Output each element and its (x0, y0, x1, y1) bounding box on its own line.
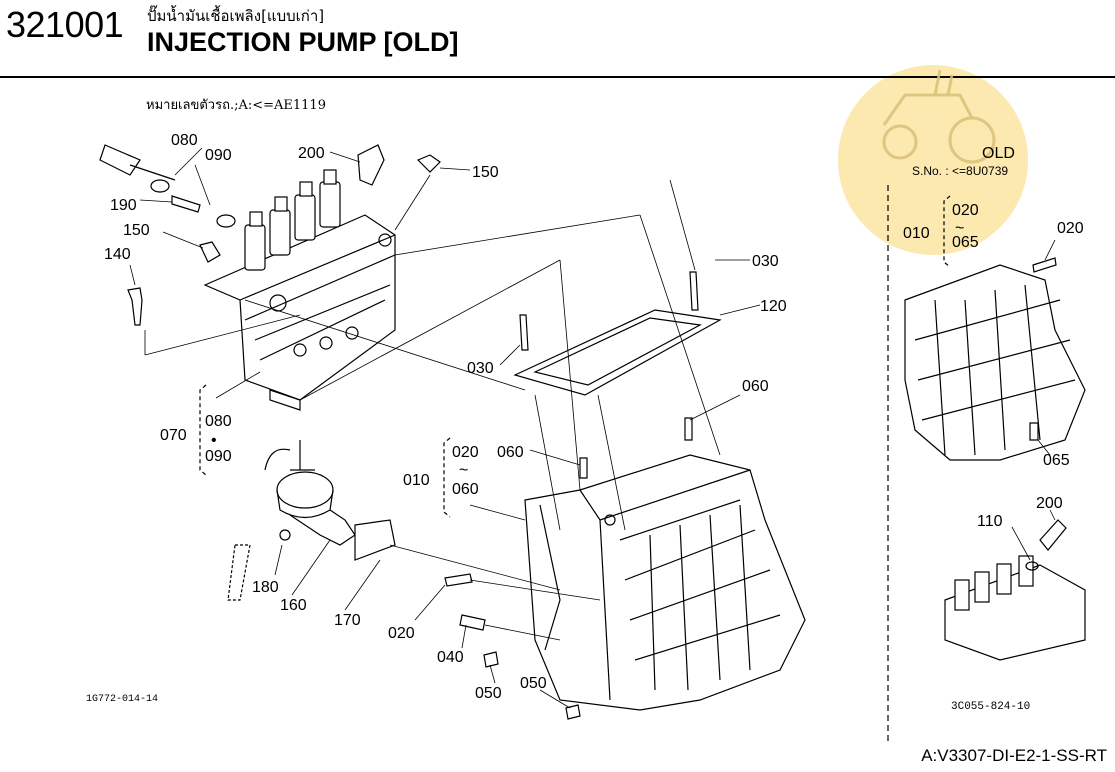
title-thai: ปั๊มน้ำมันเชื้อเพลิง[แบบเก่า] (147, 7, 325, 25)
stud-040 (459, 614, 486, 631)
pin-060a (684, 417, 693, 441)
callout-020: 020 (452, 444, 479, 461)
callout-020-old: 020 (952, 202, 979, 219)
callout-020-b: 020 (388, 625, 415, 642)
callout-150: 150 (472, 164, 499, 181)
callout-190: 190 (110, 197, 137, 214)
pin-050b (565, 704, 581, 720)
leader-lines (129, 147, 761, 709)
stud-030a (689, 271, 699, 311)
callout-030-b: 030 (467, 360, 494, 377)
callout-010-old: 010 (903, 225, 930, 242)
old-gear-case (904, 264, 1086, 461)
watermark-stamp (838, 65, 1028, 255)
callout-170: 170 (334, 612, 361, 629)
callout-120: 120 (760, 298, 787, 315)
callout-200-old: 200 (1036, 495, 1063, 512)
nut-150b (199, 241, 221, 263)
washer-090 (150, 179, 170, 193)
stud-065-old (1029, 422, 1039, 441)
pin-050a (483, 651, 499, 668)
callout-200: 200 (298, 145, 325, 162)
callout-065-old-b: 065 (1043, 452, 1070, 469)
callout-080: 080 (171, 132, 198, 149)
callout-160: 160 (280, 597, 307, 614)
stud-020 (444, 573, 473, 587)
old-pump-detail (944, 509, 1086, 661)
old-label: OLD (982, 145, 1015, 162)
callout-060-b: 060 (497, 444, 524, 461)
fitting-190 (171, 195, 201, 213)
old-ref-code: 3C055-824-10 (951, 701, 1031, 713)
bracket-070 (199, 384, 207, 476)
serial-note: หมายเลขตัวรถ.;A:<=AE1119 (146, 98, 326, 113)
bolt-140 (127, 287, 143, 326)
header-divider (0, 76, 1115, 78)
callout-070: 070 (160, 427, 187, 444)
tractor-icon (882, 69, 996, 164)
callout-090: 090 (205, 147, 232, 164)
callout-080-b: 080 (205, 413, 232, 430)
callout-040: 040 (437, 649, 464, 666)
bracket-010b (943, 195, 951, 268)
footer-model-code: A:V3307-DI-E2-1-SS-RT (921, 746, 1107, 765)
callout-180: 180 (252, 579, 279, 596)
callout-060: 060 (742, 378, 769, 395)
page-title: INJECTION PUMP [OLD] (147, 27, 459, 57)
old-serial: S.No. : <=8U0739 (912, 164, 1008, 178)
callout-050-b: 050 (520, 675, 547, 692)
callout-150-b: 150 (123, 222, 150, 239)
callout-110: 110 (977, 513, 1003, 530)
gear-case (524, 454, 806, 711)
left-ref-code: 1G772-014-14 (86, 694, 159, 705)
callout-090-b: 090 (205, 448, 232, 465)
stud-030b (519, 314, 529, 351)
callout-065-old: 065 (952, 234, 979, 251)
gasket-170 (354, 519, 396, 561)
part-code: 321001 (6, 4, 124, 45)
callout-060-c: 060 (452, 481, 479, 498)
delivery-valve-holders (244, 169, 341, 271)
nut-150a (416, 154, 441, 173)
stud-020-old (1032, 257, 1057, 273)
washer-090b (216, 214, 236, 228)
bracket-010 (443, 437, 451, 518)
feed-pump-160 (264, 440, 356, 546)
callout-030: 030 (752, 253, 779, 270)
callout-020-old-b: 020 (1057, 220, 1084, 237)
tilde-separator: ~ (459, 462, 468, 479)
banjo-bolt (99, 144, 176, 181)
injection-pump-body (203, 214, 396, 411)
gasket-120 (513, 309, 722, 396)
hose-clip (227, 544, 251, 601)
tilde-separator-old: ~ (955, 220, 964, 237)
washer-180 (279, 529, 291, 541)
callout-050: 050 (475, 685, 502, 702)
pin-060b (579, 457, 588, 479)
callout-010: 010 (403, 472, 430, 489)
dot-separator: • (211, 432, 217, 449)
callout-140: 140 (104, 246, 131, 263)
callout-labels: 080 090 200 150 190 150 140 030 120 030 … (104, 132, 1084, 702)
bleed-screw-200 (357, 144, 385, 186)
